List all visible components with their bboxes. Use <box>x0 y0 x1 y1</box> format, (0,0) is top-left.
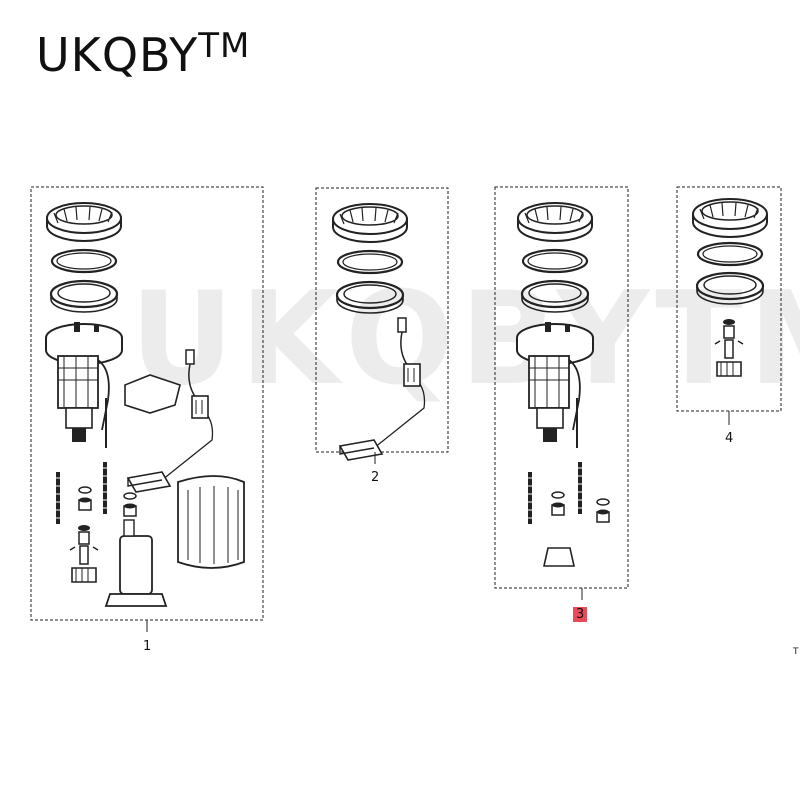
assembly-box-2 <box>315 187 449 464</box>
trademark-mark: TM <box>198 26 251 66</box>
assembly-box-3 <box>494 186 629 600</box>
callout-2: 2 <box>371 470 380 485</box>
callout-4: 4 <box>725 431 734 446</box>
assembly-box-4 <box>676 186 782 425</box>
corner-mark: T <box>793 647 799 657</box>
brand-logo: UKQBYTM <box>36 26 251 82</box>
callout-1: 1 <box>143 639 152 654</box>
assembly-box-1 <box>30 186 264 632</box>
callout-3: 3 <box>573 607 588 622</box>
brand-name: UKQBY <box>36 28 199 82</box>
